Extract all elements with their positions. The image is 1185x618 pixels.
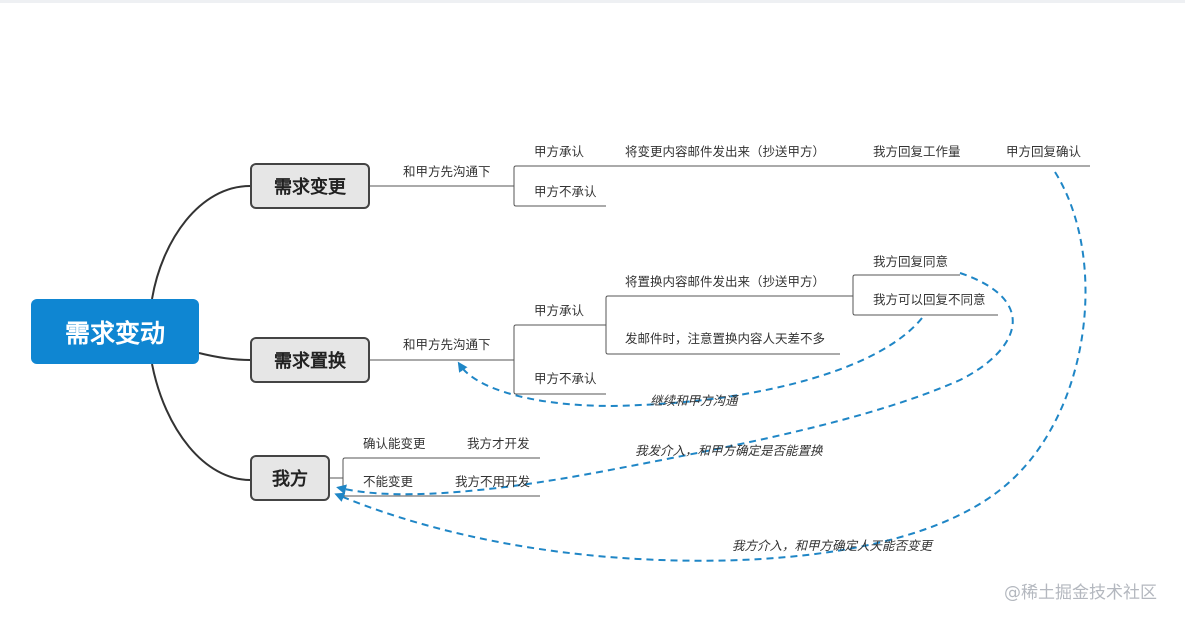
change-fork (513, 165, 606, 207)
us-cannot-change-label[interactable]: 不能变更 (363, 474, 414, 489)
replace-accept-fork (605, 295, 853, 355)
us-can-change-label[interactable]: 确认能变更 (363, 436, 426, 451)
replace-email-note-label[interactable]: 发邮件时，注意置换内容人天差不多 (625, 331, 826, 346)
watermark: @稀土掘金技术社区 (1004, 583, 1157, 603)
replace-accept-label[interactable]: 甲方承认 (534, 303, 585, 318)
relation-intervene-replace (336, 272, 1014, 496)
replace-negotiate-label[interactable]: 和甲方先沟通下 (403, 337, 491, 352)
replace-reject-label[interactable]: 甲方不承认 (534, 371, 597, 386)
root-to-change-branch (151, 185, 251, 300)
us-then-develop-label[interactable]: 我方才开发 (467, 436, 530, 451)
replace-email-fork (852, 274, 998, 316)
replace-fork (513, 324, 606, 395)
note-intervene-change[interactable]: 我方介入，和甲方确定人天能否变更 (732, 538, 933, 553)
us-no-develop-label[interactable]: 我方不用开发 (455, 474, 531, 489)
replace-send-email-label[interactable]: 将置换内容邮件发出来（抄送甲方） (625, 274, 826, 289)
root-to-us-branch (151, 363, 251, 481)
replace-reply-disagree-label[interactable]: 我方可以回复不同意 (873, 292, 986, 307)
top-border (0, 0, 1185, 3)
replace-reply-agree-label[interactable]: 我方回复同意 (873, 254, 949, 269)
topic-requirement-change[interactable]: 需求变更 (250, 163, 370, 209)
central-topic[interactable]: 需求变动 (31, 299, 199, 364)
topic-our-side[interactable]: 我方 (250, 455, 330, 501)
note-intervene-replace[interactable]: 我发介入，和甲方确定是否能置换 (635, 443, 823, 458)
relation-continue-talk (457, 317, 923, 407)
root-to-replace-branch (198, 352, 251, 361)
change-reject-label[interactable]: 甲方不承认 (534, 184, 597, 199)
change-negotiate-label[interactable]: 和甲方先沟通下 (403, 164, 491, 179)
note-continue-talk[interactable]: 继续和甲方沟通 (650, 393, 738, 408)
change-client-confirm-label[interactable]: 甲方回复确认 (1006, 144, 1082, 159)
change-reply-workload-label[interactable]: 我方回复工作量 (873, 144, 961, 159)
change-send-email-label[interactable]: 将变更内容邮件发出来（抄送甲方） (625, 144, 826, 159)
change-accept-label[interactable]: 甲方承认 (534, 144, 585, 159)
topic-requirement-replace[interactable]: 需求置换 (250, 337, 370, 383)
relation-intervene-change (334, 171, 1087, 562)
